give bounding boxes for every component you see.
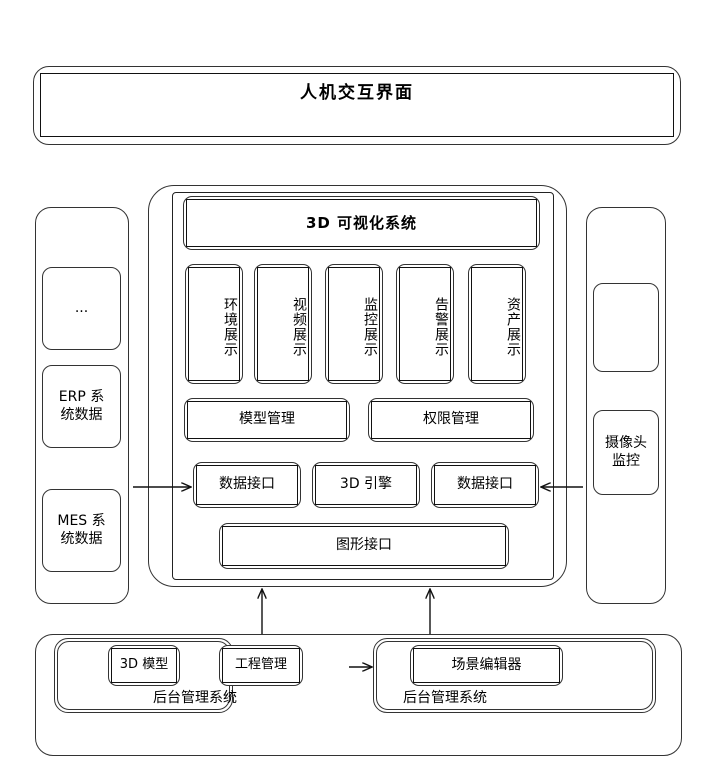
human-machine-interface-inner-box: [40, 73, 674, 137]
model-management-inner[interactable]: [187, 401, 347, 439]
display-module-inner-video[interactable]: [257, 267, 309, 381]
3d-engine-label: 3D 引擎: [339, 476, 393, 493]
data-source-box-mes[interactable]: [42, 489, 121, 572]
erp-label-line2: 统数据: [60, 406, 103, 423]
data-source-label-erp: ERP 系 统数据: [42, 365, 121, 448]
visualization-platform-inner: [172, 192, 554, 580]
device-source-box-empty[interactable]: [593, 283, 659, 372]
display-module-label-environment: 环境展示: [222, 297, 238, 357]
display-module-inner-alarm[interactable]: [399, 267, 451, 381]
data-interface-right-label: 数据接口: [457, 476, 513, 493]
display-module-label-monitor: 监控展示: [362, 297, 378, 357]
graphics-interface-label: 图形接口: [336, 537, 392, 554]
scene-editor-label: 场景编辑器: [451, 656, 522, 673]
scene-editor-box-inner[interactable]: [413, 648, 560, 683]
permission-management-label: 权限管理: [423, 411, 479, 428]
permission-management-inner[interactable]: [371, 401, 531, 439]
data-interface-right-inner[interactable]: [434, 465, 536, 505]
erp-label-line1: ERP 系: [58, 389, 105, 405]
camera-label-line2: 监控: [612, 452, 640, 469]
device-source-label-camera: 摄像头 监控: [593, 410, 659, 495]
3d-model-label: 3D 模型: [119, 657, 169, 673]
backend-right-caption: 后台管理系统: [403, 690, 487, 707]
graphics-interface-inner[interactable]: [222, 526, 506, 566]
backend-left-caption: 后台管理系统: [153, 690, 237, 707]
display-module-label-asset: 资产展示: [505, 297, 521, 357]
3d-engine-inner[interactable]: [315, 465, 417, 505]
human-machine-interface-label: 人机交互界面: [300, 83, 414, 104]
mes-label-line2: 统数据: [60, 530, 103, 547]
display-module-label-video: 视频展示: [291, 297, 307, 357]
mes-label-line1: MES 系: [57, 513, 106, 529]
data-source-box-ellipsis[interactable]: [42, 267, 121, 350]
model-management-label: 模型管理: [239, 411, 295, 428]
data-source-label-mes: MES 系 统数据: [42, 489, 121, 572]
device-source-box-camera[interactable]: [593, 410, 659, 495]
data-source-label-ellipsis: ...: [74, 299, 89, 316]
3d-model-box-inner[interactable]: [111, 648, 177, 683]
display-module-label-alarm: 告警展示: [433, 297, 449, 357]
camera-label-line1: 摄像头: [605, 435, 647, 451]
3d-visualization-system-inner[interactable]: [186, 199, 537, 247]
display-module-inner-asset[interactable]: [471, 267, 523, 381]
project-management-box-inner[interactable]: [222, 648, 300, 683]
data-interface-left-label: 数据接口: [219, 476, 275, 493]
display-module-inner-monitor[interactable]: [328, 267, 380, 381]
3d-visualization-system-label: 3D 可视化系统: [305, 213, 418, 232]
data-interface-left-inner[interactable]: [196, 465, 298, 505]
data-source-box-erp[interactable]: [42, 365, 121, 448]
display-module-inner-environment[interactable]: [188, 267, 240, 381]
project-management-label: 工程管理: [234, 657, 287, 673]
device-source-sidebar: [586, 207, 666, 604]
